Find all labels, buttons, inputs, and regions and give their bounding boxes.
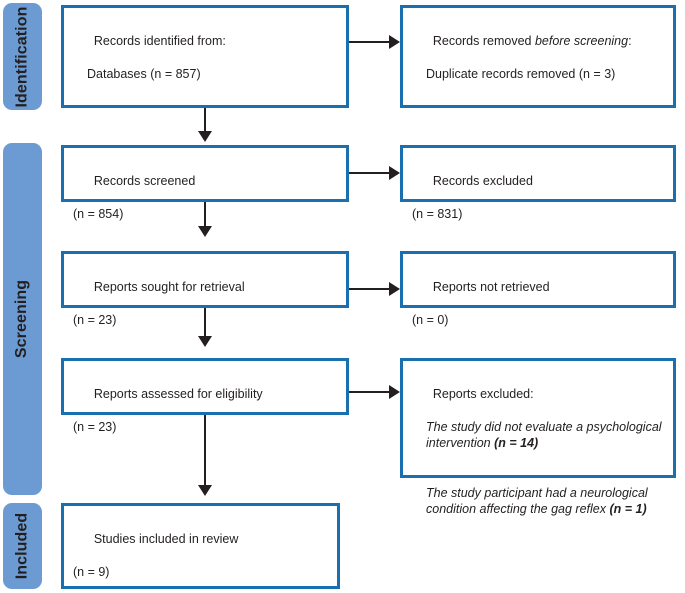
box-records-identified-text: Records identified from: Databases (n = … — [73, 16, 337, 115]
studies-included-line1: Studies included in review — [93, 531, 239, 546]
reports-excluded-reason-1: The study did not evaluate a psychologic… — [412, 419, 664, 452]
box-records-removed: Records removed before screening: Duplic… — [400, 5, 676, 108]
arrowhead-assessed-to-excluded — [389, 385, 400, 399]
reason-2-text: The study participant had a neurological… — [426, 485, 652, 517]
box-records-screened: Records screened (n = 854) — [61, 145, 349, 221]
reports-excluded-heading: Reports excluded: — [432, 386, 534, 401]
connector-sought-to-assessed — [204, 308, 206, 338]
box-records-excluded: Records excluded (n = 831) — [400, 145, 676, 221]
box-reports-sought: Reports sought for retrieval (n = 23) — [61, 251, 349, 327]
stage-screening: Screening — [3, 143, 42, 495]
box-reports-excluded: Reports excluded: The study did not eval… — [400, 358, 676, 516]
reports-assessed-line1: Reports assessed for eligibility — [93, 386, 263, 401]
studies-included-line2: (n = 9) — [73, 564, 110, 579]
records-excluded-line1: Records excluded — [432, 173, 533, 188]
stage-screening-label: Screening — [13, 279, 31, 359]
records-identified-line2: Databases (n = 857) — [87, 66, 201, 81]
records-screened-line2: (n = 854) — [73, 206, 124, 221]
connector-assessed-to-excluded — [349, 391, 390, 393]
stage-identification-label: Identification — [13, 6, 31, 107]
records-excluded-line2: (n = 831) — [412, 206, 463, 221]
box-records-screened-text: Records screened (n = 854) — [73, 156, 337, 255]
box-reports-assessed: Reports assessed for eligibility (n = 23… — [61, 358, 349, 434]
arrowhead-assessed-to-included — [198, 485, 212, 496]
connector-identified-to-screened — [204, 108, 206, 133]
stage-identification: Identification — [3, 3, 42, 110]
records-identified-line1: Records identified from: — [93, 33, 226, 48]
stage-included: Included — [3, 503, 42, 589]
reports-sought-line1: Reports sought for retrieval — [93, 279, 245, 294]
arrowhead-identified-to-removed — [389, 35, 400, 49]
box-records-removed-text: Records removed before screening: Duplic… — [412, 16, 664, 115]
connector-assessed-to-included — [204, 415, 206, 487]
arrowhead-sought-to-assessed — [198, 336, 212, 347]
reports-not-retrieved-line2: (n = 0) — [412, 312, 449, 327]
records-removed-line1-a: Records removed — [432, 33, 535, 48]
box-records-excluded-text: Records excluded (n = 831) — [412, 156, 664, 255]
connector-screened-to-sought — [204, 202, 206, 228]
reason-2-count: (n = 1) — [609, 502, 647, 516]
box-records-identified: Records identified from: Databases (n = … — [61, 5, 349, 108]
connector-screened-to-excluded — [349, 172, 390, 174]
connector-identified-to-removed — [349, 41, 390, 43]
reports-assessed-line2: (n = 23) — [73, 419, 117, 434]
arrowhead-screened-to-sought — [198, 226, 212, 237]
reports-not-retrieved-line1: Reports not retrieved — [432, 279, 550, 294]
records-removed-line2: Duplicate records removed (n = 3) — [426, 66, 616, 81]
box-studies-included: Studies included in review (n = 9) — [61, 503, 340, 589]
stage-included-label: Included — [13, 512, 31, 580]
box-reports-sought-text: Reports sought for retrieval (n = 23) — [73, 262, 337, 361]
box-reports-excluded-text: Reports excluded: The study did not eval… — [412, 369, 664, 551]
records-removed-line1-italic: before screening — [534, 33, 629, 48]
reports-excluded-reason-2: The study participant had a neurological… — [412, 485, 664, 518]
box-studies-included-text: Studies included in review (n = 9) — [73, 514, 328, 593]
records-removed-line1-b: : — [628, 33, 632, 48]
connector-sought-to-not-retrieved — [349, 288, 390, 290]
reports-sought-line2: (n = 23) — [73, 312, 117, 327]
box-reports-not-retrieved: Reports not retrieved (n = 0) — [400, 251, 676, 327]
arrowhead-screened-to-excluded — [389, 166, 400, 180]
reason-1-text: The study did not evaluate a psychologic… — [426, 419, 666, 451]
arrowhead-sought-to-not-retrieved — [389, 282, 400, 296]
arrowhead-identified-to-screened — [198, 131, 212, 142]
records-screened-line1: Records screened — [93, 173, 196, 188]
box-reports-not-retrieved-text: Reports not retrieved (n = 0) — [412, 262, 664, 361]
box-reports-assessed-text: Reports assessed for eligibility (n = 23… — [73, 369, 337, 468]
reason-1-count: (n = 14) — [494, 436, 539, 450]
